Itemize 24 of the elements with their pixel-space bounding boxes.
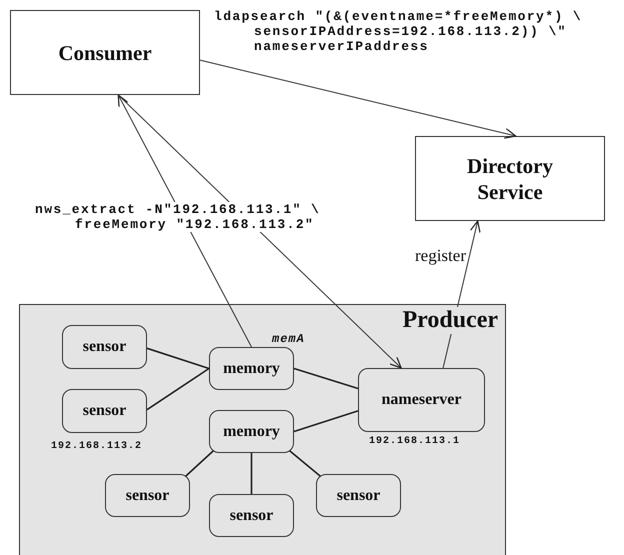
arrow: [118, 94, 402, 369]
connector-line: [294, 368, 358, 390]
sensor-box: sensor: [209, 494, 294, 537]
arrow: [118, 94, 252, 348]
connector-line: [250, 453, 252, 494]
nameserver-box: nameserver: [358, 368, 485, 432]
connector-line: [289, 450, 321, 477]
connector-line: [294, 410, 358, 432]
sensor-box: sensor: [316, 474, 401, 517]
connector-line: [185, 450, 214, 477]
producer-box: [19, 304, 506, 555]
ip-address-label: 192.168.113.2: [51, 441, 142, 452]
sensor-box: sensor: [62, 389, 147, 433]
memory-box: memory: [209, 347, 294, 390]
connector-line: [146, 368, 210, 410]
sensor-box: sensor: [105, 474, 190, 517]
connector-line: [146, 348, 210, 370]
memory-box: memory: [209, 410, 294, 453]
directory-service-box: Directory Service: [415, 136, 605, 221]
component-name-label: memA: [272, 332, 305, 346]
arrow: [200, 60, 516, 139]
consumer-box: Consumer: [10, 10, 200, 95]
sensor-box: sensor: [62, 325, 147, 369]
ip-address-label: 192.168.113.1: [369, 436, 460, 447]
